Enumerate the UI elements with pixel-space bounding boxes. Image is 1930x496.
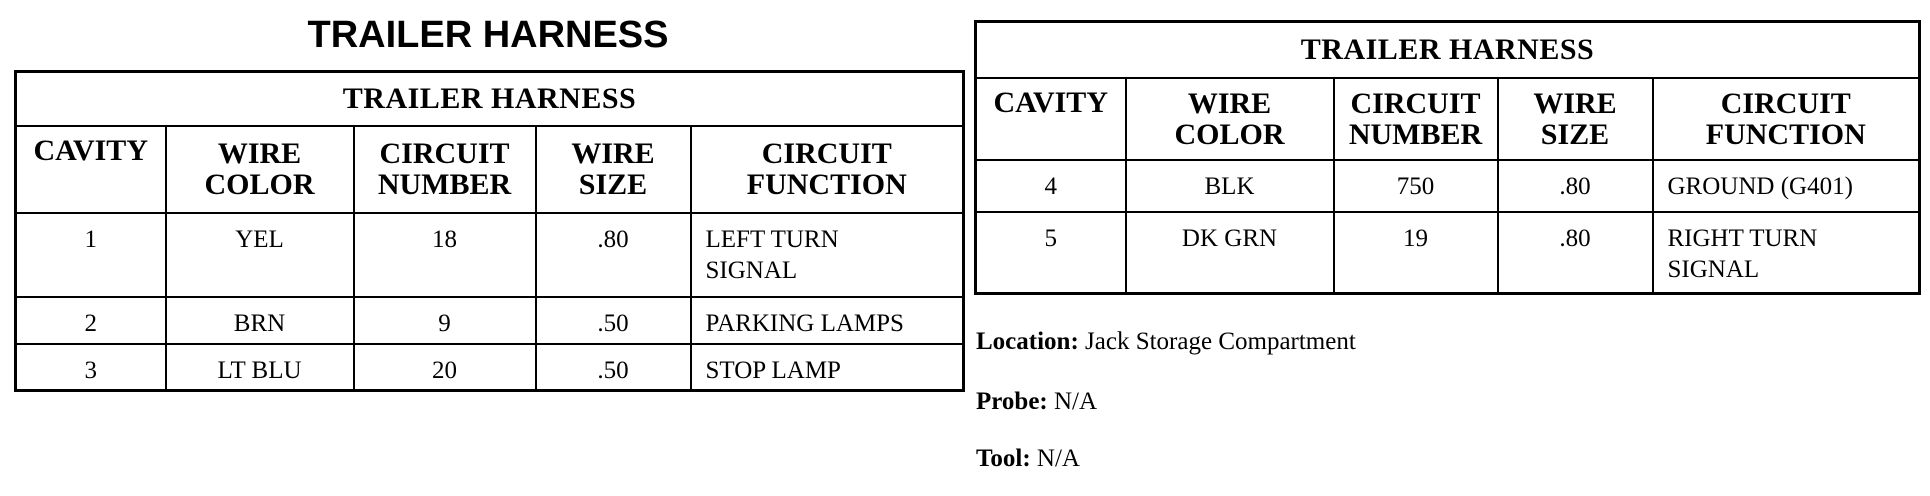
probe-label: Probe: <box>976 388 1048 415</box>
table-row: 5 DK GRN 19 .80 RIGHT TURN SIGNAL <box>974 210 1921 295</box>
table-row: 3 LT BLU 20 .50 STOP LAMP <box>14 342 965 392</box>
col-header-text: COLOR <box>1174 117 1285 151</box>
col-header-text: WIRE <box>217 137 302 170</box>
cell-text: SIGNAL <box>705 256 798 284</box>
cell-circuit-number: 20 <box>352 342 537 392</box>
table-row: 2 BRN 9 .50 PARKING LAMPS <box>14 295 965 345</box>
cell-wire-color: DK GRN <box>1124 210 1335 295</box>
cell-circuit-number: 18 <box>352 211 537 298</box>
probe-value: N/A <box>1054 388 1098 415</box>
cell-circuit-function: LEFT TURN SIGNAL <box>689 211 965 298</box>
cell-text: RIGHT TURN <box>1667 224 1818 252</box>
cell-circuit-number: 9 <box>352 295 537 345</box>
col-header-text: NUMBER <box>1348 117 1483 151</box>
cell-text: STOP LAMP <box>705 356 841 384</box>
col-header-text: CIRCUIT <box>761 137 892 170</box>
col-header-cavity: CAVITY <box>974 76 1127 161</box>
col-header-text: SIZE <box>578 168 648 201</box>
cell-circuit-function: STOP LAMP <box>689 342 965 392</box>
cell-wire-color: YEL <box>164 211 355 298</box>
col-header-text: WIRE <box>1533 86 1617 120</box>
col-header-text: NUMBER <box>377 168 512 201</box>
cell-cavity: 5 <box>974 210 1127 295</box>
cell-wire-color: LT BLU <box>164 342 355 392</box>
cell-circuit-number: 19 <box>1332 210 1499 295</box>
cell-wire-size: .50 <box>534 295 692 345</box>
cell-circuit-function: RIGHT TURN SIGNAL <box>1651 210 1921 295</box>
col-header-text: SIZE <box>1540 117 1610 151</box>
col-header-text: CAVITY <box>33 133 148 167</box>
cell-cavity: 1 <box>14 211 167 298</box>
col-header-text: COLOR <box>204 168 315 201</box>
table-row: 4 BLK 750 .80 GROUND (G401) <box>974 158 1921 213</box>
cell-cavity: 3 <box>14 342 167 392</box>
cell-wire-color: BLK <box>1124 158 1335 213</box>
cell-wire-size: .80 <box>1496 158 1654 213</box>
cell-wire-size: .80 <box>534 211 692 298</box>
col-header-text: CAVITY <box>993 85 1108 119</box>
table-row: 1 YEL 18 .80 LEFT TURN SIGNAL <box>14 211 965 298</box>
location-label: Location: <box>976 328 1079 355</box>
table-caption-row: TRAILER HARNESS <box>14 70 965 127</box>
col-header-text: FUNCTION <box>1705 117 1866 151</box>
cell-text: LEFT TURN <box>705 225 839 253</box>
cell-wire-size: .50 <box>534 342 692 392</box>
location-line: Location: Jack Storage Compartment <box>976 327 1356 357</box>
col-header-cavity: CAVITY <box>14 124 167 214</box>
col-header-text: CIRCUIT <box>1720 86 1851 120</box>
tool-value: N/A <box>1036 445 1080 472</box>
col-header-text: CIRCUIT <box>1350 86 1481 120</box>
col-header-text: WIRE <box>1187 86 1272 120</box>
table-caption-row: TRAILER HARNESS <box>974 20 1921 79</box>
cell-text: GROUND (G401) <box>1667 172 1853 200</box>
table-caption: TRAILER HARNESS <box>14 70 965 127</box>
cell-cavity: 4 <box>974 158 1127 213</box>
cell-circuit-function: GROUND (G401) <box>1651 158 1921 213</box>
cell-circuit-function: PARKING LAMPS <box>689 295 965 345</box>
tool-label: Tool: <box>976 445 1031 472</box>
cell-cavity: 2 <box>14 295 167 345</box>
cell-text: SIGNAL <box>1667 255 1760 283</box>
page-title: TRAILER HARNESS <box>307 14 669 56</box>
col-header-text: CIRCUIT <box>379 137 510 170</box>
cell-wire-color: BRN <box>164 295 355 345</box>
col-header-text: WIRE <box>571 137 655 170</box>
cell-circuit-number: 750 <box>1332 158 1499 213</box>
table-caption: TRAILER HARNESS <box>974 20 1921 79</box>
tool-line: Tool: N/A <box>976 444 1080 474</box>
col-header-text: FUNCTION <box>746 168 907 201</box>
cell-text: PARKING LAMPS <box>705 309 904 337</box>
probe-line: Probe: N/A <box>976 387 1097 417</box>
cell-wire-size: .80 <box>1496 210 1654 295</box>
location-value: Jack Storage Compartment <box>1085 328 1356 355</box>
